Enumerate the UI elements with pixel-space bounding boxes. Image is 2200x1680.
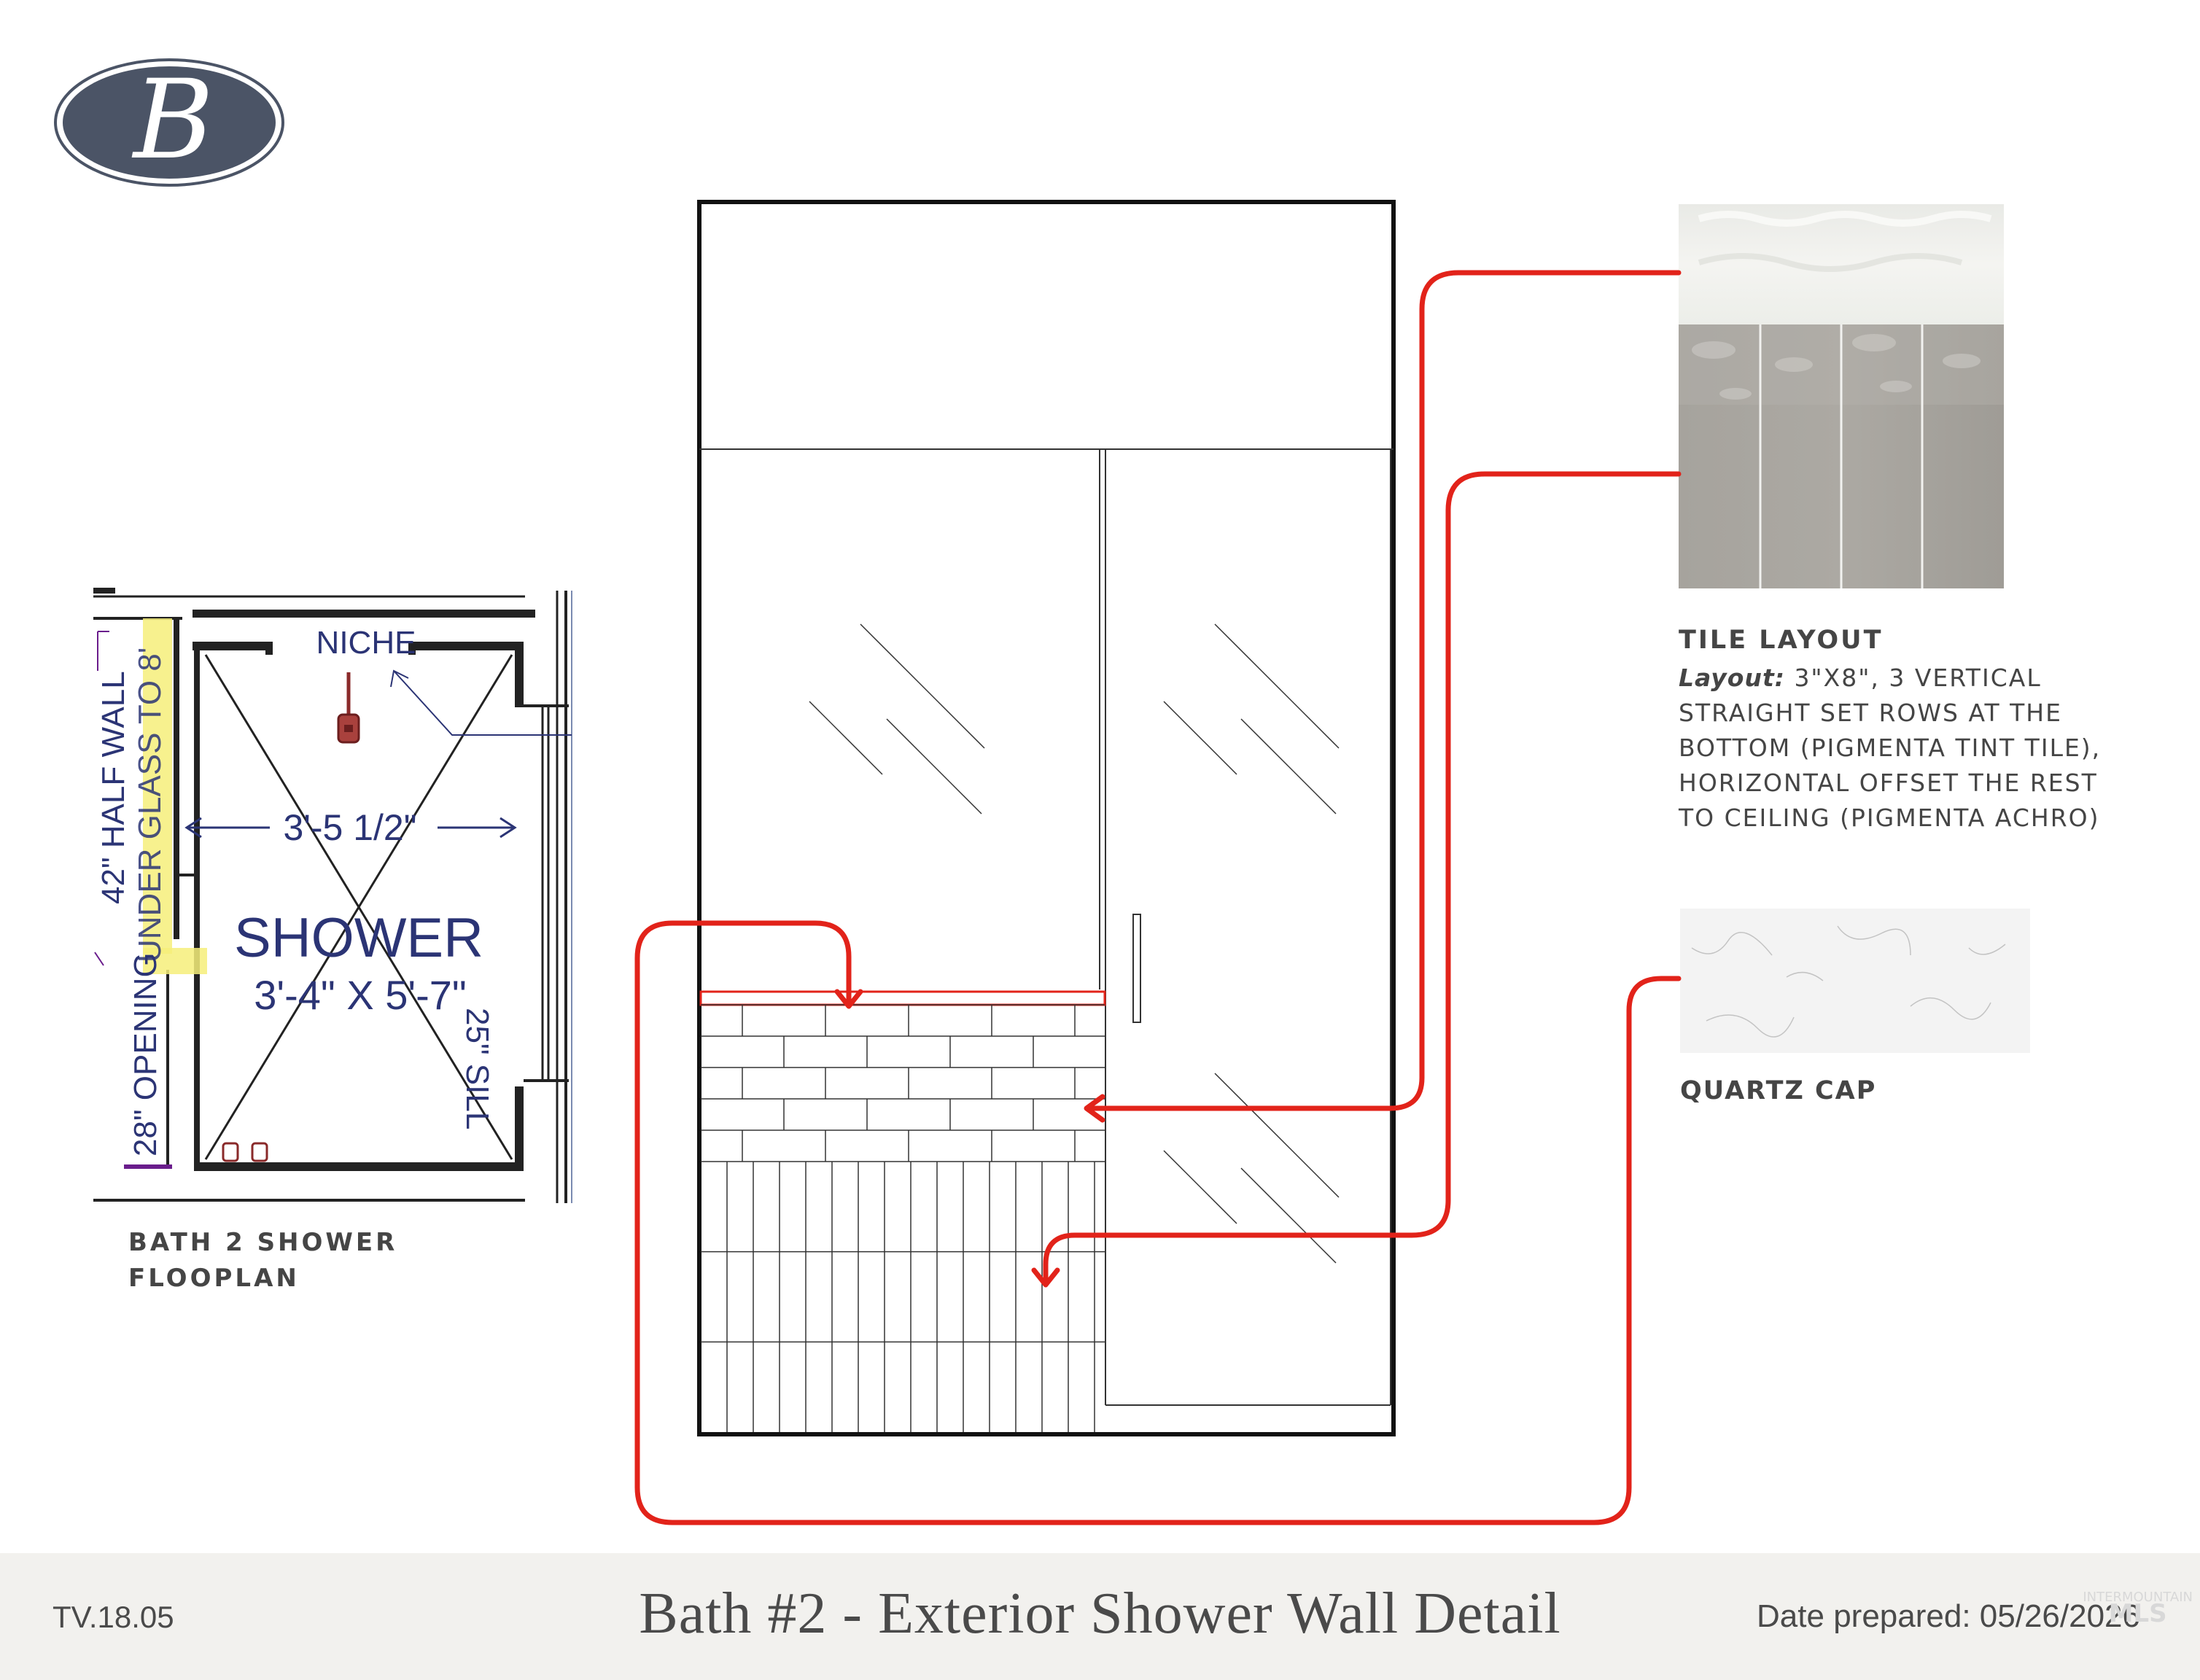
half-wall-label: 42" HALF WALL — [96, 671, 131, 904]
footer-bar — [0, 1553, 2200, 1680]
layout-label: Layout: — [1679, 664, 1785, 692]
niche-label: NICHE — [316, 625, 416, 661]
tile-grid — [701, 1004, 1105, 1432]
watermark-top: INTERMOUNTAIN — [2083, 1590, 2193, 1605]
layout-text: 3"X8", 3 VERTICAL STRAIGHT SET ROWS AT T… — [1679, 664, 2102, 832]
callout-tint-tile — [1043, 471, 1682, 1285]
page-title: Bath #2 - Exterior Shower Wall Detail — [639, 1582, 1561, 1646]
opening-label: 28" OPENING — [128, 952, 163, 1156]
quartz-swatch — [1680, 909, 2030, 1053]
tile-layout-description: Layout: 3"X8", 3 VERTICAL STRAIGHT SET R… — [1679, 661, 2116, 836]
mls-watermark: INTERMOUNTAIN MLS — [2083, 1590, 2193, 1628]
floorplan-caption: BATH 2 SHOWER FLOOPLAN — [128, 1228, 398, 1293]
room-name: SHOWER — [234, 907, 483, 969]
quartz-cap-title: QUARTZ CAP — [1680, 1076, 1877, 1105]
sill-label: 25" SILL — [459, 1008, 495, 1129]
watermark-bottom: MLS — [2108, 1599, 2167, 1628]
callout-lines — [634, 270, 1682, 1525]
glass-note-label: UNDER GLASS TO 8' — [132, 648, 168, 962]
callout-arrowheads — [834, 989, 1105, 1288]
logo-letter: B — [131, 57, 214, 184]
width-dimension: 3'-5 1/2" — [284, 807, 417, 848]
shower-floorplan: NICHE 3'-5 1/2" SHOWER 3'-4" X 5'-7" 42"… — [93, 588, 572, 1203]
company-logo: B — [53, 57, 286, 188]
tile-swatch — [1679, 204, 2004, 588]
tile-layout-title: TILE LAYOUT — [1679, 626, 1884, 655]
callout-quartz-cap — [634, 920, 1682, 1525]
wall-elevation — [697, 200, 1396, 1436]
room-size: 3'-4" X 5'-7" — [254, 972, 466, 1018]
date-prepared: Date prepared: 05/26/2026 — [1757, 1598, 2140, 1634]
callout-achro-tile — [1085, 270, 1682, 1111]
sheet-code: TV.18.05 — [53, 1600, 174, 1634]
